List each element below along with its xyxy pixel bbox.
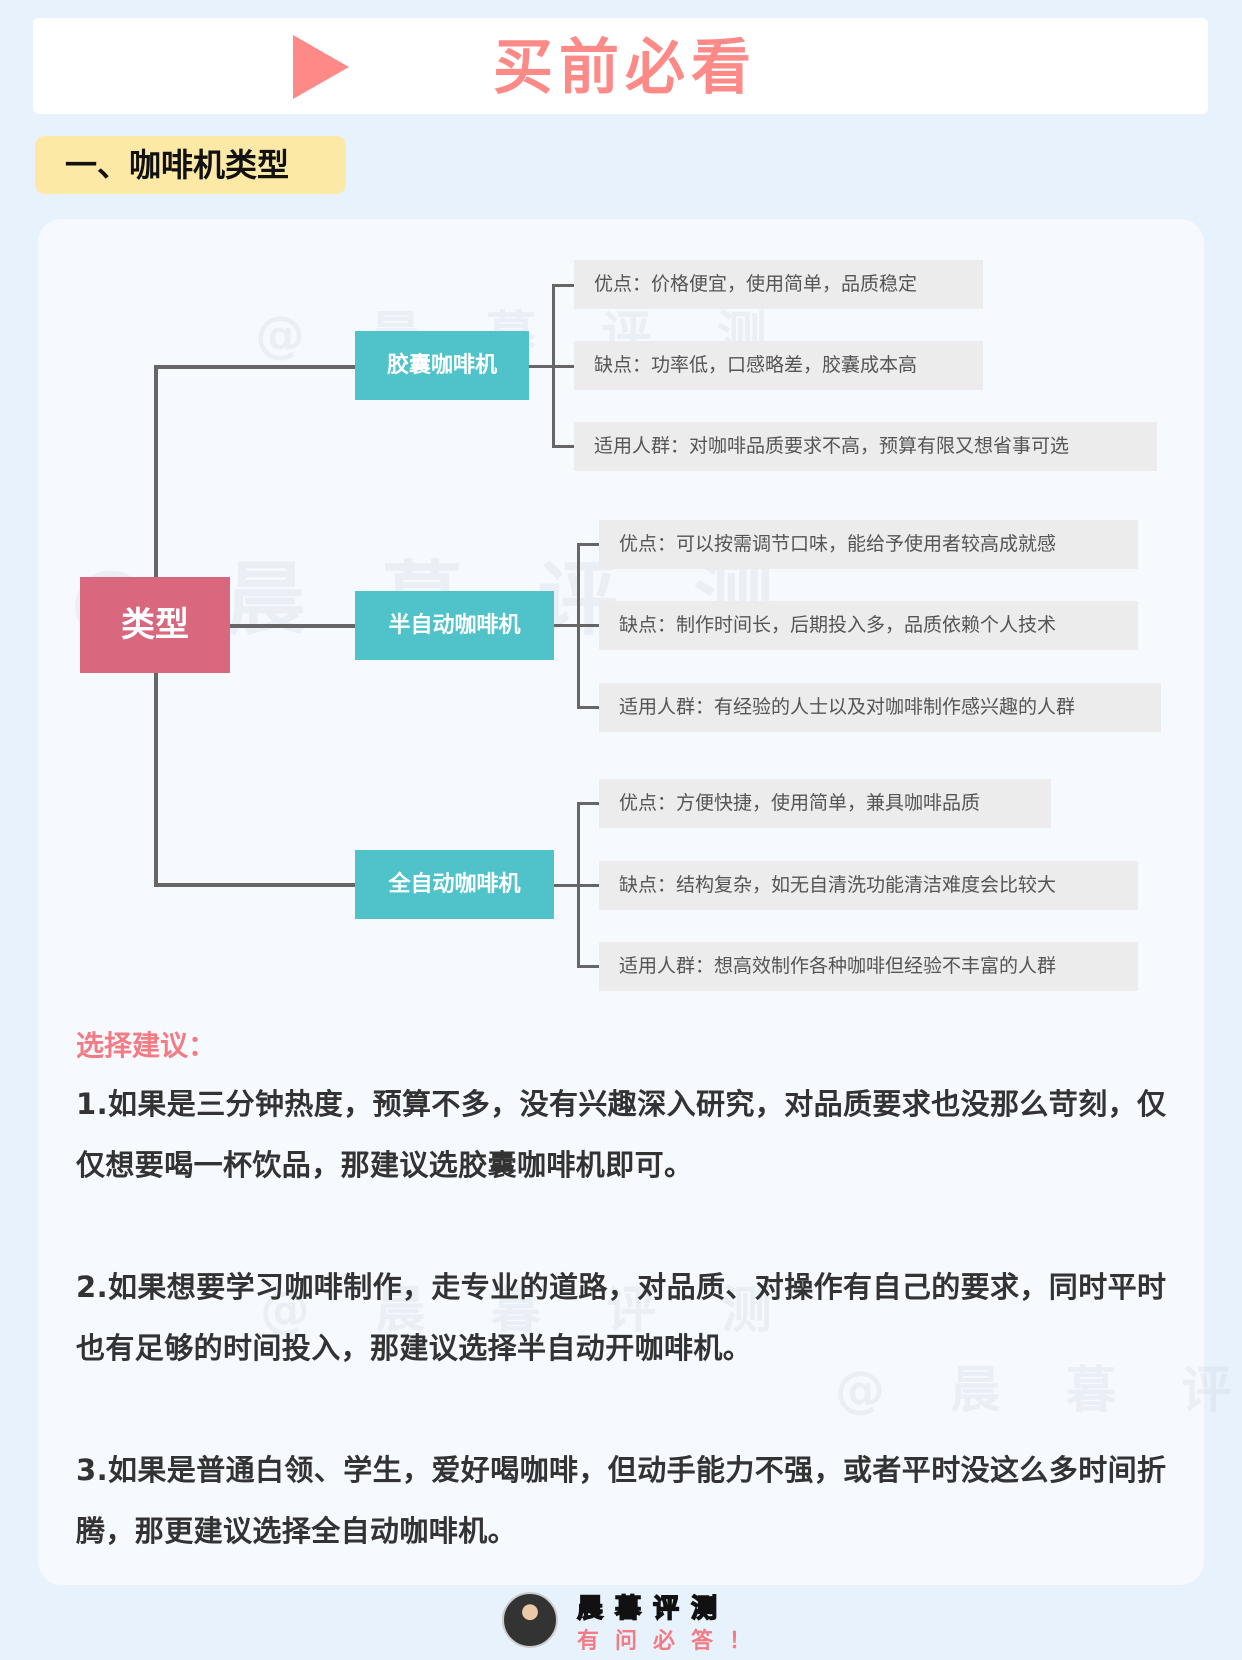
mindmap-root: 类型 [80,577,230,673]
node-capsule: 胶囊咖啡机 [355,331,529,400]
advice-paragraph: 2.如果想要学习咖啡制作，走专业的道路，对品质、对操作有自己的要求，同时平时也有… [76,1270,1167,1365]
connector [577,543,599,546]
connector [552,445,574,448]
connector [577,624,599,627]
section-title: 一、咖啡机类型 [35,136,346,194]
slogan: 有问必答！ [577,1629,768,1654]
leaf-cons: 缺点：结构复杂，如无自清洗功能清洁难度会比较大 [599,861,1138,910]
header-banner [33,18,1208,114]
leaf-audience: 适用人群：想高效制作各种咖啡但经验不丰富的人群 [599,942,1138,991]
advice-paragraph: 1.如果是三分钟热度，预算不多，没有兴趣深入研究，对品质要求也没那么苛刻，仅仅想… [76,1087,1167,1182]
connector [554,884,578,887]
leaf-pros: 优点：价格便宜，使用简单，品质稳定 [574,260,983,309]
connector [577,965,599,968]
leaf-pros: 优点：方便快捷，使用简单，兼具咖啡品质 [599,779,1051,828]
connector [552,284,574,287]
node-semi-auto: 半自动咖啡机 [355,591,554,660]
connector [577,706,599,709]
watermark: @ 晨 暮 评 测 [260,1281,796,1339]
page-title: 买前必看 [493,33,757,103]
connector [554,624,578,627]
advice-paragraph: 3.如果是普通白领、学生，爱好喝咖啡，但动手能力不强，或者平时没这么多时间折腾，… [76,1453,1167,1548]
leaf-cons: 缺点：功率低，口感略差，胶囊成本高 [574,341,983,390]
leaf-audience: 适用人群：有经验的人士以及对咖啡制作感兴趣的人群 [599,683,1161,732]
connector [552,365,574,368]
leaf-pros: 优点：可以按需调节口味，能给予使用者较高成就感 [599,520,1138,569]
connector [154,883,355,887]
connector [230,624,355,628]
connector [577,884,599,887]
avatar [502,1592,558,1648]
play-icon [293,35,349,99]
watermark: @ 晨 暮 评 测 [835,1361,1242,1419]
connector [154,365,355,369]
connector [529,365,553,368]
brand-name: 晨暮评测 [576,1593,730,1625]
advice-title: 选择建议： [76,1029,217,1062]
leaf-cons: 缺点：制作时间长，后期投入多，品质依赖个人技术 [599,601,1138,650]
connector [577,802,599,805]
leaf-audience: 适用人群：对咖啡品质要求不高，预算有限又想省事可选 [574,422,1157,471]
node-full-auto: 全自动咖啡机 [355,850,554,919]
